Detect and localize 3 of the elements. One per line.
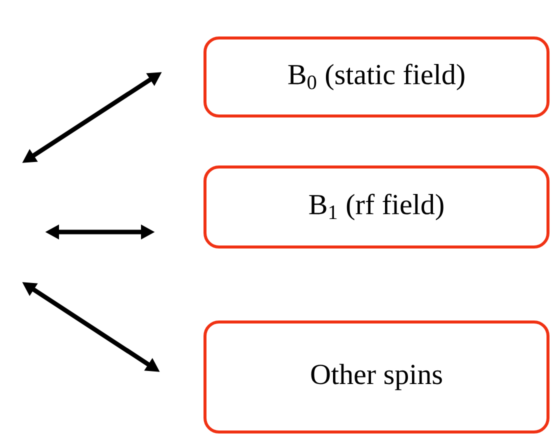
rounded-box: Other spins: [204, 320, 550, 434]
rounded-box: B$_{1}$ (rf field): [204, 166, 550, 248]
rounded-box: B$_{0}$ (static field): [204, 36, 550, 118]
